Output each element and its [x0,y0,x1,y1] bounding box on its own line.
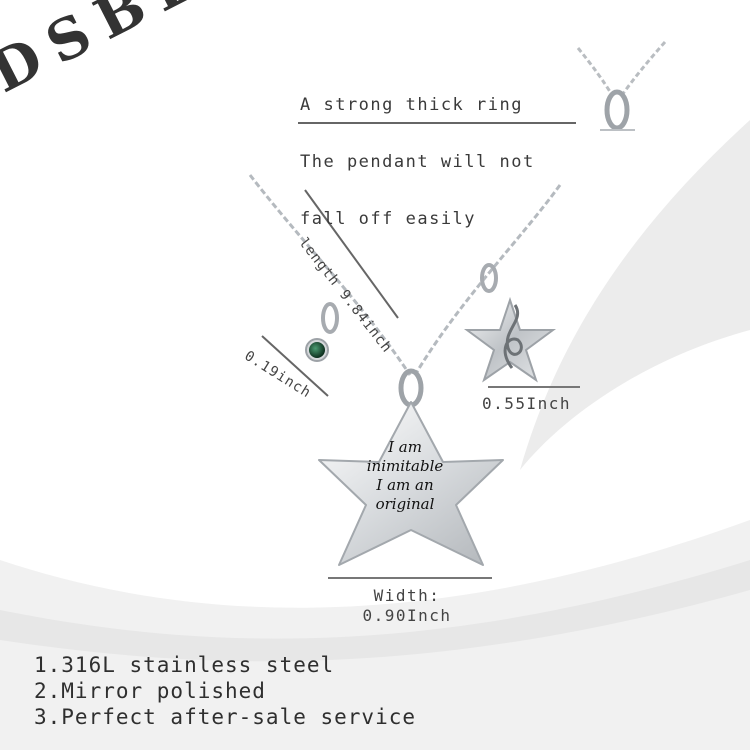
stone-guide-line [261,335,329,397]
background-swoosh [520,120,750,470]
ring-note-line: A strong thick ring [300,95,523,115]
length-guide-line [304,189,399,319]
ring-note-line: fall off easily [300,209,477,229]
feature-list: 1.316L stainless steel 2.Mirror polished… [34,652,416,730]
ring-detail-chain [576,41,667,96]
birthstone-charm [305,302,339,362]
feature-item: 2.Mirror polished [34,679,266,703]
star-width-value: 0.90Inch [362,606,452,625]
ring-note-underline [298,122,576,124]
clef-size-label: 0.55Inch [482,394,572,413]
engraving-line: inimitable [366,457,444,475]
star-width-caption: Width: [373,586,441,605]
pendant-engraving: I am inimitable I am an original [335,438,475,514]
feature-item: 3.Perfect after-sale service [34,705,417,729]
engraving-line: I am [388,438,422,456]
treble-clef-charm [463,263,557,383]
ring-note-line: The pendant will not [300,152,535,172]
ring-detail-jump-ring [600,89,635,131]
engraving-line: original [375,495,435,513]
engraving-line: I am an [376,476,434,494]
star-width-label: Width: 0.90Inch [352,586,462,626]
necklace-chain [248,174,562,376]
ring-feature-note: A strong thick ring The pendant will not… [300,58,535,267]
star-pendant [318,368,504,566]
feature-item: 1.316L stainless steel [34,653,335,677]
